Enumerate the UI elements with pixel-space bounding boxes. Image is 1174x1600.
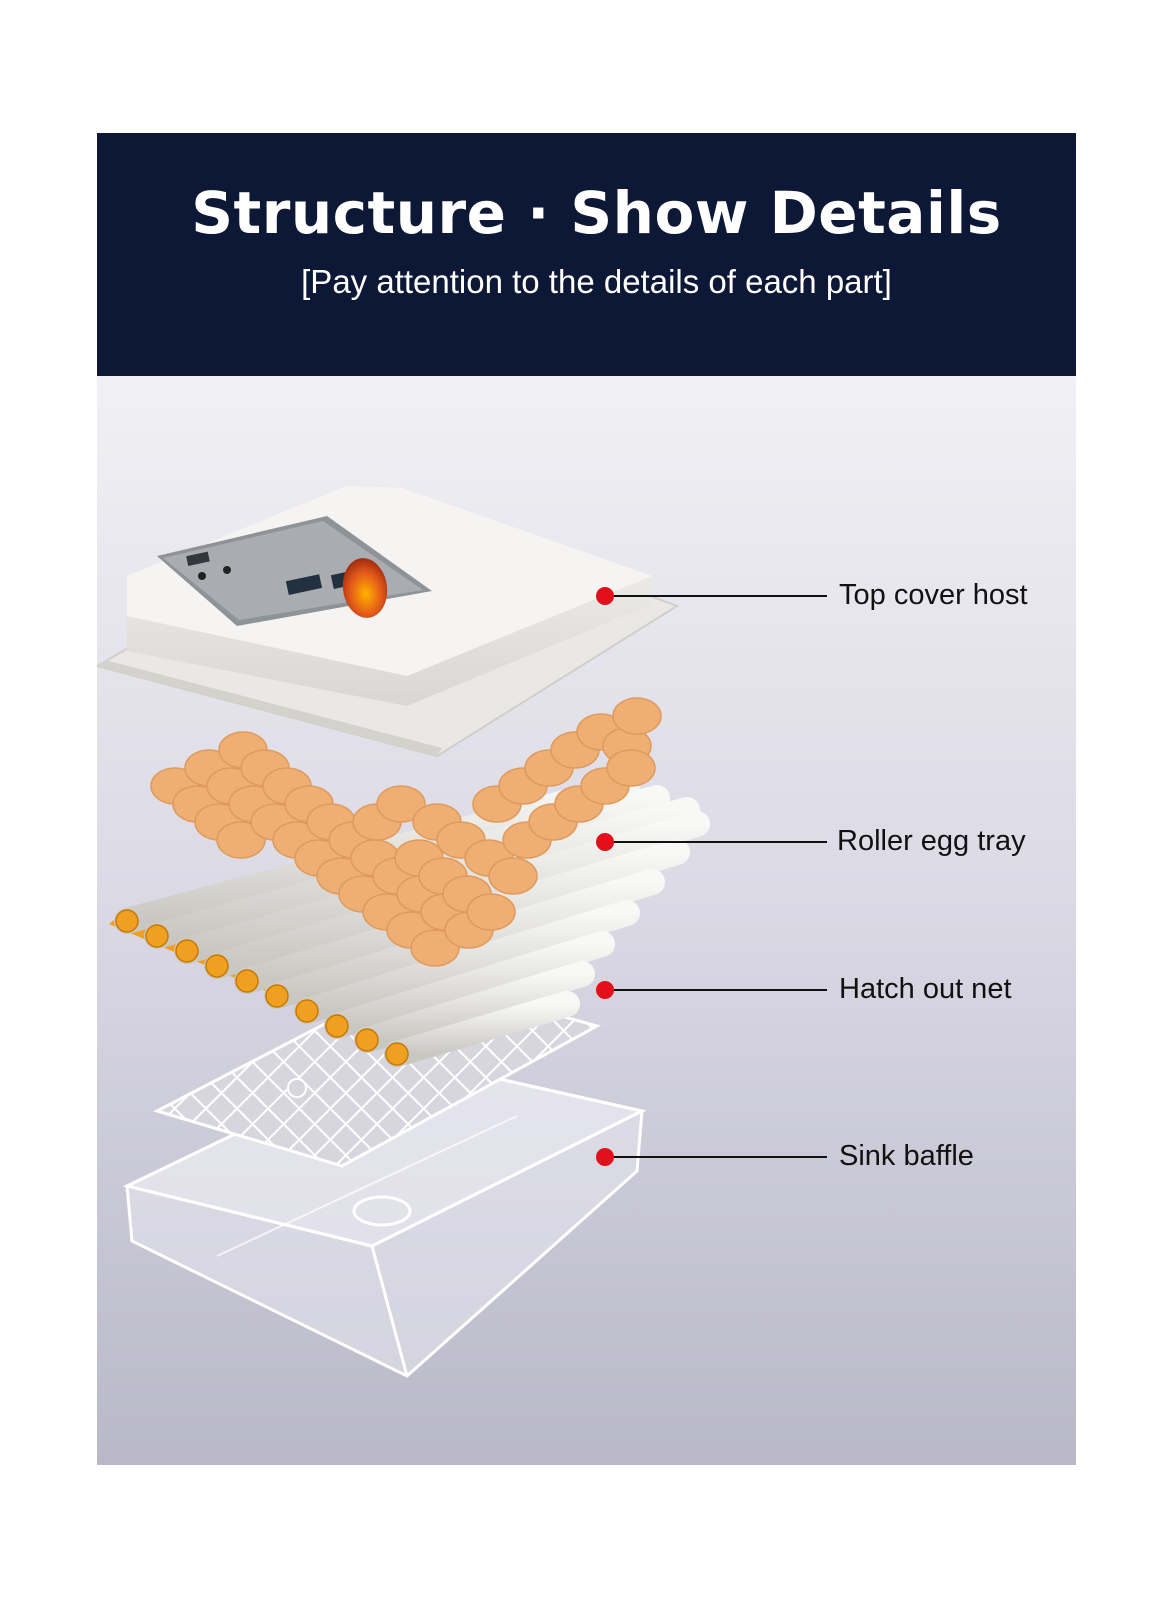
label-sink-baffle: Sink baffle <box>839 1140 974 1172</box>
label-hatch-out-net: Hatch out net <box>839 973 1012 1005</box>
label-roller-egg-tray: Roller egg tray <box>837 825 1026 857</box>
egg-cups-icon <box>150 697 662 967</box>
incubator-top-cover-icon <box>97 486 680 758</box>
page-subtitle: [Pay attention to the details of each pa… <box>301 263 892 300</box>
callout-roller-tray <box>596 833 827 851</box>
callout-sink-baffle <box>596 1148 827 1166</box>
callout-hatch-net <box>596 981 827 999</box>
product-panel: Structure · Show Details [Pay attention … <box>97 133 1076 1465</box>
page-title: Structure · Show Details <box>191 179 1002 247</box>
callout-top-cover <box>596 587 827 605</box>
label-top-cover-host: Top cover host <box>839 579 1028 611</box>
exploded-view: Top cover host Roller egg tray Hatch out… <box>97 376 1076 1465</box>
exploded-diagram <box>97 486 827 1378</box>
header-banner: Structure · Show Details [Pay attention … <box>97 133 1076 376</box>
